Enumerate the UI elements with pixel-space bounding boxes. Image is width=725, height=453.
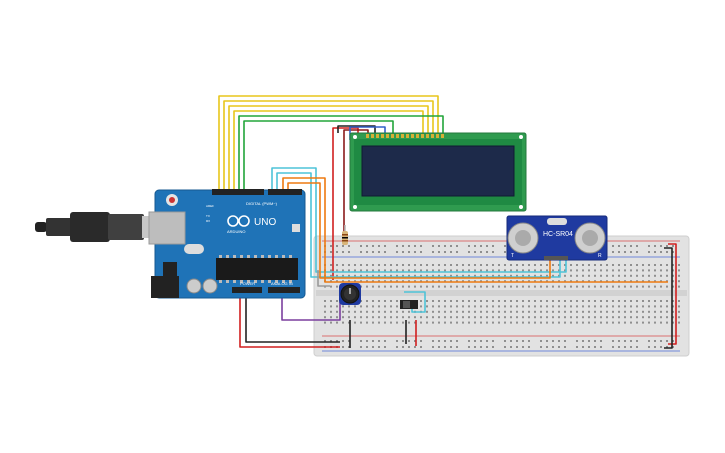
sensor-t-label: T (511, 253, 514, 259)
arduino-logo-icon (227, 215, 250, 227)
wire-darkred-lcd (343, 129, 369, 240)
wires (218, 95, 677, 349)
resistor[interactable] (342, 231, 348, 245)
wire-orange-2 (287, 182, 551, 279)
wire-cyan-1 (271, 167, 567, 273)
lcd-pin-header (366, 134, 444, 138)
wire-orange-1 (282, 177, 668, 283)
wire-green-1 (238, 115, 444, 192)
wire-yellow-3 (228, 105, 429, 192)
lcd-display[interactable] (349, 132, 527, 212)
arduino-brand: UNO (254, 217, 276, 228)
usb-cable (35, 212, 158, 242)
ultrasonic-sensor[interactable]: HC-SR04 T R (506, 215, 608, 261)
wire-black-power (245, 297, 340, 343)
slide-switch[interactable] (400, 300, 418, 309)
wire-black-lcd (337, 125, 376, 133)
potentiometer[interactable] (339, 283, 361, 305)
arduino-digital-header: DIGITAL (PWM~) (246, 201, 278, 206)
wire-cyan-2 (276, 172, 561, 278)
arduino-sub-brand: ARDUINO (227, 229, 245, 234)
wire-black-rail-right (664, 247, 673, 349)
arduino-rx-label: RX (206, 219, 210, 223)
wire-red-power (239, 297, 340, 348)
arduino-tx-label: TX (206, 214, 210, 218)
arduino-analog-header: ANALOG IN (271, 281, 293, 286)
arduino-aref-label: AREF (206, 204, 214, 208)
wire-yellow-1 (218, 95, 439, 192)
arduino-power-header: POWER (240, 281, 255, 286)
wire-yellow-4 (233, 110, 424, 192)
wire-yellow-2 (223, 100, 434, 192)
breadboard[interactable] (313, 235, 690, 357)
arduino-uno[interactable]: UNO ARDUINO DIGITAL (PWM~) POWER ANALOG … (148, 189, 306, 299)
wire-green-2 (243, 120, 394, 192)
sensor-r-label: R (598, 253, 602, 259)
wire-gray-1 (317, 270, 330, 287)
sensor-model-label: HC-SR04 (543, 231, 573, 238)
wire-purple (281, 297, 341, 321)
